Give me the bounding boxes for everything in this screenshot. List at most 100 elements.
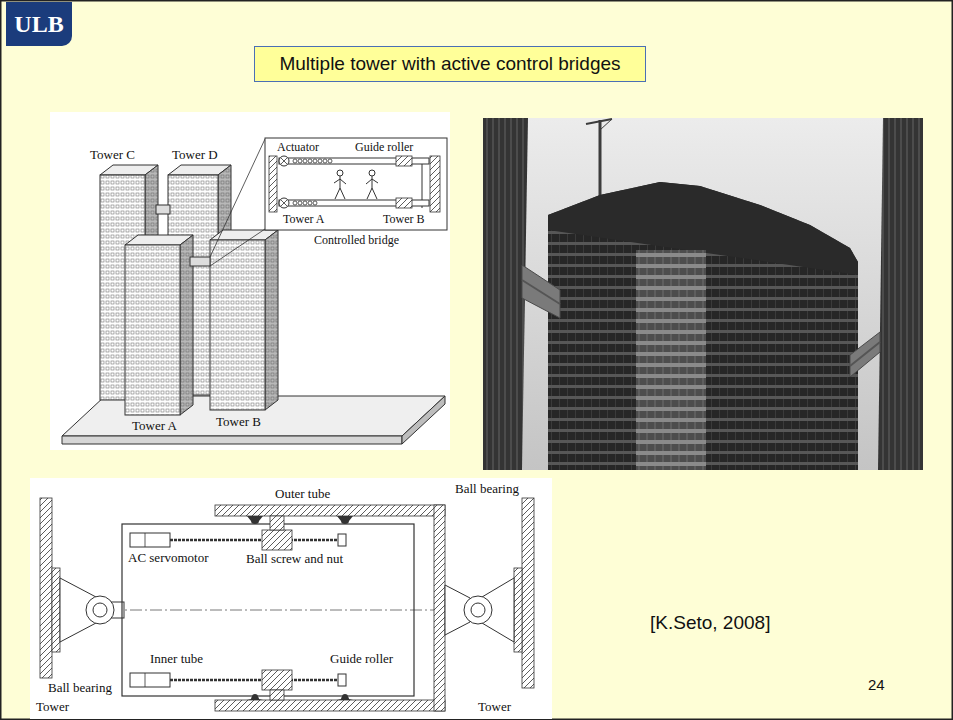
part-label: Inner tube <box>150 652 203 667</box>
part-label: Controlled bridge <box>314 233 399 247</box>
actuator-drawing-part <box>130 673 170 687</box>
actuator-drawing-part <box>270 516 284 530</box>
controlled-bridge-drawing-part <box>430 156 440 212</box>
tower-figure-part <box>210 139 265 257</box>
building-photo-part <box>636 250 706 470</box>
logo-box: ULB <box>6 2 72 46</box>
controlled-bridge-drawing-part-part <box>366 176 378 199</box>
part-label: Actuator <box>277 140 319 154</box>
page-number: 24 <box>868 676 885 693</box>
building-photo-part <box>878 118 923 470</box>
controlled-bridge-drawing-part-part <box>318 159 322 163</box>
controlled-bridge-drawing-part-part <box>308 159 312 163</box>
actuator-drawing-part <box>337 516 353 524</box>
actuator-drawing-part <box>30 478 552 719</box>
building-photo-part <box>483 118 923 470</box>
controlled-bridge-drawing-part <box>265 138 447 230</box>
controlled-bridge-drawing-part-part <box>298 201 302 205</box>
part-label: Guide roller <box>355 140 413 154</box>
tower-label: Tower A <box>132 419 177 434</box>
part-label: Guide roller <box>330 652 393 667</box>
controlled-bridge-drawing-part <box>281 200 287 206</box>
controlled-bridge-drawing-part-part <box>293 201 297 205</box>
building-photo-part <box>850 342 880 366</box>
tower-figure-part <box>50 112 450 450</box>
actuator-drawing-part <box>262 670 292 690</box>
building-photo-part <box>599 120 602 196</box>
logo-text: ULB <box>14 11 63 38</box>
controlled-bridge-drawing <box>265 138 447 230</box>
building-photo-part <box>548 182 858 470</box>
actuator-drawing-part <box>342 694 348 700</box>
actuator-drawing-part <box>122 524 414 696</box>
controlled-bridge-drawing-part-part <box>293 159 297 163</box>
actuator-drawing-part <box>52 568 60 652</box>
actuator-drawing-part <box>215 700 445 711</box>
tower-figure-part <box>125 245 180 415</box>
controlled-bridge-drawing-part-part <box>313 201 317 205</box>
controlled-bridge-drawing-part-part <box>369 170 375 176</box>
actuator-drawing-part <box>145 673 146 687</box>
actuator-drawing-part <box>522 498 534 688</box>
actuator-drawing-part <box>145 533 146 547</box>
actuator-drawing-part <box>262 530 292 550</box>
actuator-drawing-part <box>338 674 346 686</box>
actuator-drawing-part <box>170 539 340 542</box>
inset-panel: ActuatorGuide rollerTower ATower BContro… <box>265 138 447 250</box>
controlled-bridge-drawing-part <box>281 158 287 164</box>
actuator-drawing-part <box>464 596 492 624</box>
part-label: Tower <box>36 700 69 715</box>
controlled-bridge-drawing-part <box>269 156 277 212</box>
citation: [K.Seto, 2008] <box>650 612 770 634</box>
actuator-drawing <box>30 478 552 719</box>
actuator-drawing-part <box>86 596 114 624</box>
part-label: Ball bearing <box>48 681 112 696</box>
actuator-drawing-part <box>247 516 263 524</box>
tower-label: Tower D <box>172 148 218 163</box>
building-photo-part <box>600 119 612 130</box>
actuator-drawing-part <box>252 694 258 700</box>
part-label: Ball screw and nut <box>246 552 343 567</box>
tower-label: Tower B <box>216 415 261 430</box>
actuator-drawing-part <box>434 505 445 711</box>
building-photo-part <box>522 265 560 318</box>
controlled-bridge-drawing-part <box>334 170 378 199</box>
actuator-drawing-part <box>170 679 340 682</box>
controlled-bridge-drawing-part-part <box>328 159 332 163</box>
actuator-drawing-part <box>338 534 346 546</box>
controlled-bridge-drawing-part-part <box>308 201 312 205</box>
building-photo-part <box>850 332 880 377</box>
controlled-bridge-drawing-part-part <box>313 159 317 163</box>
actuator-drawing-part <box>130 533 170 547</box>
actuator-drawing-part <box>93 603 107 617</box>
actuator-drawing-part <box>40 498 52 678</box>
controlled-bridge-drawing-part <box>396 156 412 166</box>
tower-label: Tower C <box>90 148 135 163</box>
tower-figure-part <box>62 436 402 444</box>
part-label: Tower <box>478 700 511 715</box>
controlled-bridge-drawing-part <box>293 159 332 205</box>
tower-figure-part <box>402 396 445 444</box>
controlled-bridge-drawing-part-part <box>334 176 346 199</box>
building-photo-part <box>522 280 560 304</box>
tower-figure-part <box>210 240 265 410</box>
controlled-bridge-drawing-part-part <box>303 159 307 163</box>
tower-figure-part <box>210 229 265 266</box>
controlled-bridge-drawing-part-part <box>298 159 302 163</box>
title-box: Multiple tower with active control bridg… <box>254 46 646 82</box>
controlled-bridge-drawing-part <box>279 156 289 166</box>
controlled-bridge-drawing-part <box>396 198 412 208</box>
building-photo <box>483 118 923 470</box>
actuator-drawing-part <box>215 505 445 516</box>
controlled-bridge-drawing-part-part <box>337 170 343 176</box>
tower-figure-part <box>265 230 278 410</box>
actuator-drawing-part <box>270 690 284 700</box>
controlled-bridge-drawing-part-part <box>323 159 327 163</box>
part-label: Tower A <box>283 212 324 226</box>
part-label: Outer tube <box>275 487 330 502</box>
actuator-drawing-part <box>471 603 485 617</box>
part-label: Ball bearing <box>455 482 519 497</box>
